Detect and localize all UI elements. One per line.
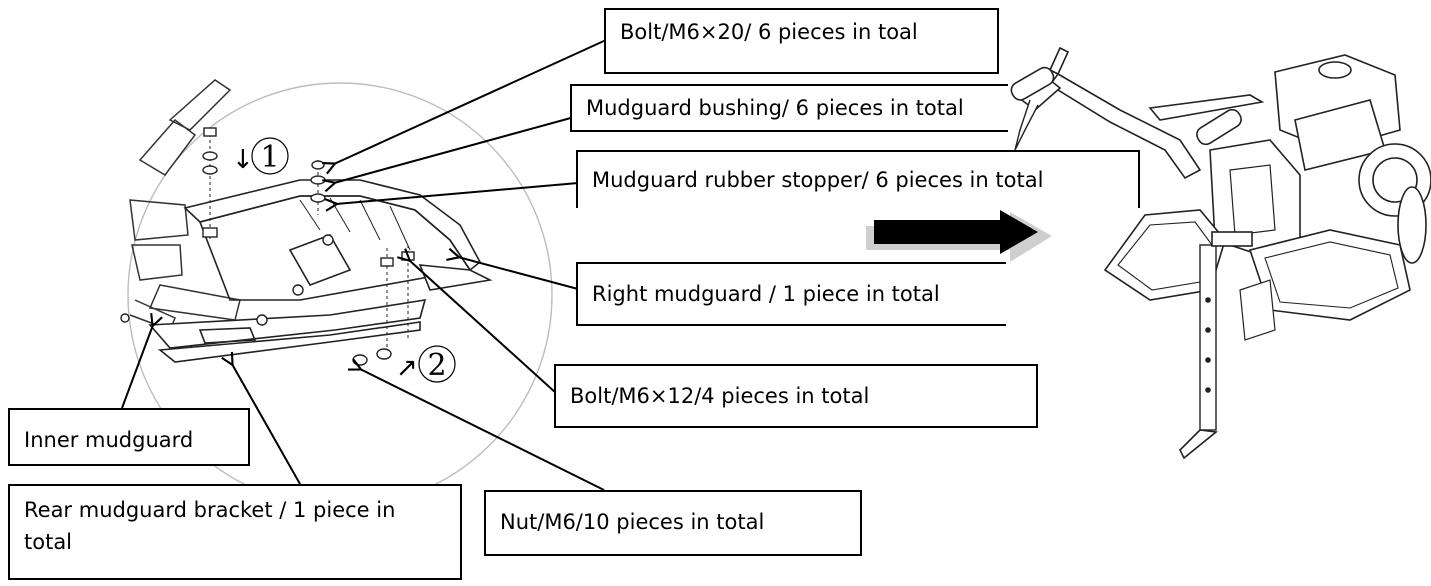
callout-rubber-stopper: Mudguard rubber stopper/ 6 pieces in tot… (576, 150, 1140, 208)
leader-inner-mudguard (121, 325, 153, 409)
callout-bolt-m6x20: Bolt/M6×20/ 6 pieces in toal (604, 8, 999, 74)
frame-left-part (129, 79, 241, 331)
step1-number: 1 (260, 140, 279, 175)
callout-bolt-m6x20-text: Bolt/M6×20/ 6 pieces in toal (620, 20, 918, 44)
callout-bolt-m6x12: Bolt/M6×12/4 pieces in total (554, 364, 1038, 428)
leader-bolt-m6x20 (334, 39, 607, 164)
callout-nut-m6-text: Nut/M6/10 pieces in total (500, 510, 765, 534)
step2-circle (418, 345, 456, 383)
leader-rear-bracket (232, 364, 301, 485)
right-arrow-icon (866, 210, 1052, 262)
callout-mudguard-bushing-text: Mudguard bushing/ 6 pieces in total (586, 96, 964, 120)
callout-mudguard-bushing: Mudguard bushing/ 6 pieces in total (570, 84, 1008, 132)
callout-rubber-stopper-text: Mudguard rubber stopper/ 6 pieces in tot… (592, 168, 1044, 192)
callout-right-mudguard-text: Right mudguard / 1 piece in total (592, 282, 940, 306)
tiller-illustration (1010, 46, 1431, 460)
callout-bolt-m6x12-text: Bolt/M6×12/4 pieces in total (570, 384, 870, 408)
step1-arrow: ↓ (232, 145, 254, 175)
callout-right-mudguard: Right mudguard / 1 piece in total (576, 262, 1006, 326)
step1-circle (251, 137, 289, 175)
callout-inner-mudguard: Inner mudguard (8, 408, 250, 466)
fastener-stack-left (202, 127, 218, 240)
step2-arrow: ↗ (396, 353, 418, 383)
step2-number: 2 (427, 348, 446, 383)
leader-rubber-stopper (336, 182, 579, 204)
callout-nut-m6: Nut/M6/10 pieces in total (484, 490, 862, 556)
leader-right-mudguard (458, 257, 579, 290)
leader-lines (121, 39, 607, 491)
callout-rear-bracket-text: Rear mudguard bracket / 1 piece in total (24, 498, 396, 554)
leader-mudguard-bushing (334, 115, 579, 183)
right-mudguard-part (183, 179, 493, 301)
fasteners (120, 127, 415, 366)
callout-inner-mudguard-text: Inner mudguard (24, 428, 194, 452)
leader-bolt-m6x12 (409, 260, 557, 394)
callout-rear-bracket: Rear mudguard bracket / 1 piece in total (8, 484, 462, 580)
leader-nut-m6 (360, 369, 605, 491)
